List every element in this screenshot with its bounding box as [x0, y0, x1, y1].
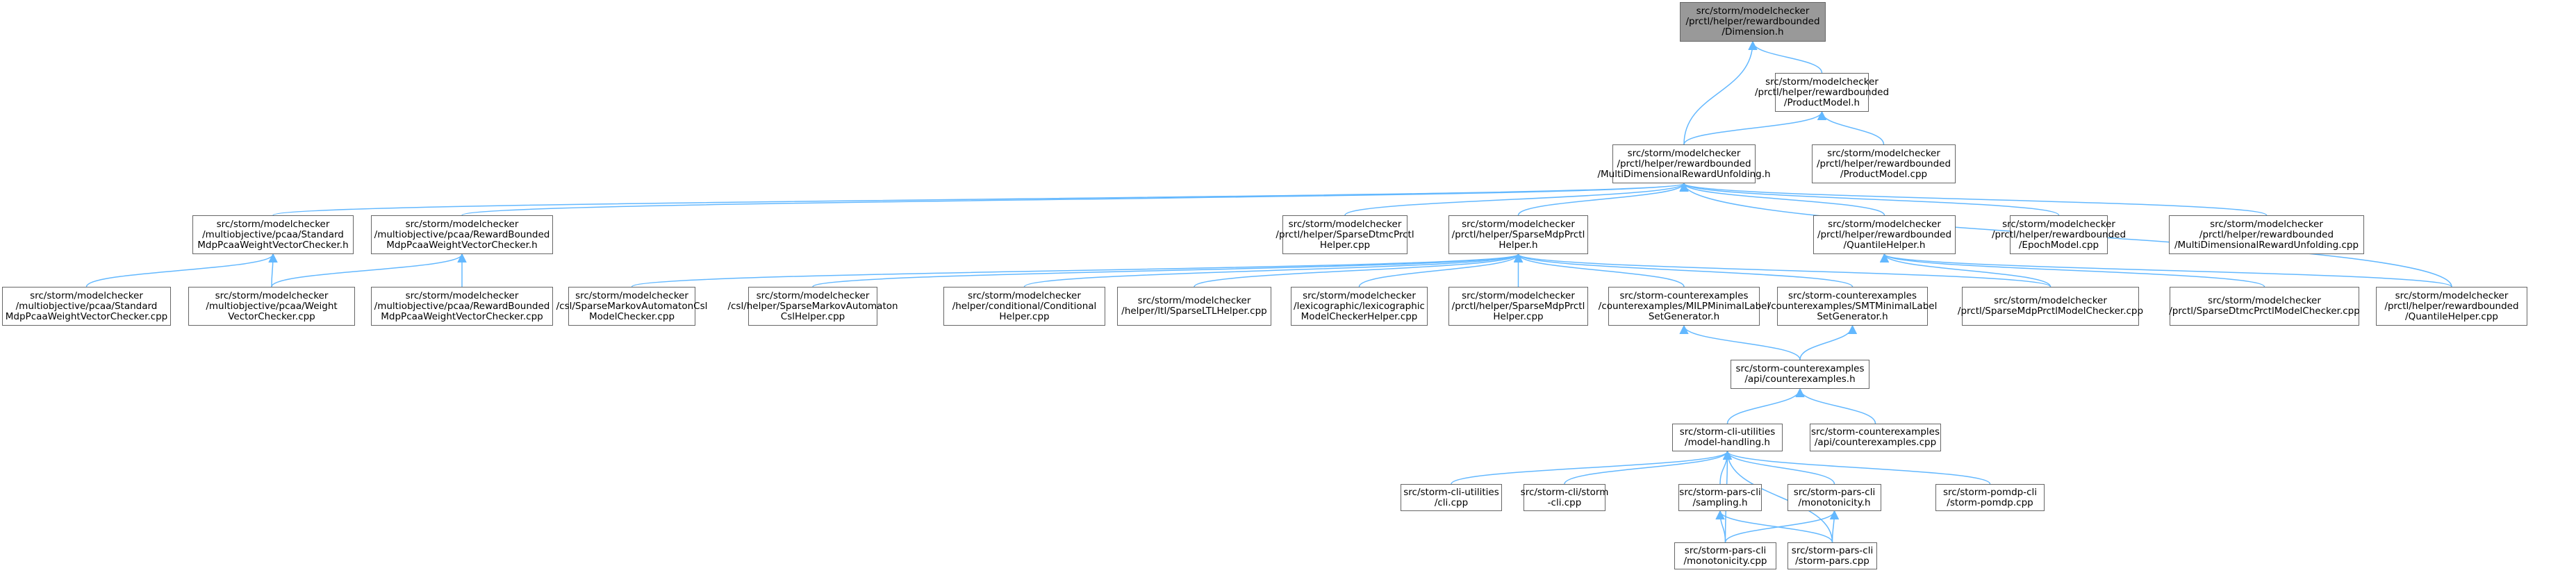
node-productmodel-cpp[interactable]: src/storm/modelchecker /prctl/helper/rew… — [1812, 144, 1956, 183]
node-multidimensional-reward-unfolding-cpp[interactable]: src/storm/modelchecker /prctl/helper/rew… — [2169, 215, 2364, 254]
edge-mdru_cpp-to-mdru_h — [1679, 182, 2268, 216]
edge-milp_h-to-sparsemdp_helper_h — [1513, 253, 1685, 288]
node-cli-cpp[interactable]: src/storm-cli-utilities /cli.cpp — [1401, 484, 1502, 511]
node-sparse-mdp-prctl-helper-h[interactable]: src/storm/modelchecker /prctl/helper/Spa… — [1448, 215, 1588, 254]
edge-api_counterexamples_h-to-smt_h — [1799, 324, 1858, 360]
node-rewardbounded-mdp-weight-vector-checker-h[interactable]: src/storm/modelchecker /multiobjective/p… — [371, 215, 553, 254]
edge-api_counterexamples_h-to-milp_h — [1679, 324, 1801, 360]
node-storm-cli-cpp[interactable]: src/storm-cli/storm -cli.cpp — [1521, 484, 1608, 511]
edge-sparseltl_helper_cpp-to-sparsemdp_helper_h — [1194, 253, 1524, 288]
node-sparse-dtmc-prctl-helper-cpp[interactable]: src/storm/modelchecker /prctl/helper/Spa… — [1275, 215, 1414, 254]
node-lexicographic-model-checker-helper-cpp[interactable]: src/storm/modelchecker /lexicographic/le… — [1291, 287, 1428, 326]
edge-sparsemdp_mc_cpp-to-quantilehelper_h — [1879, 253, 2051, 288]
edge-storm_pars_cpp-to-sampling_h — [1715, 510, 1833, 543]
node-sparse-markov-automaton-csl-model-checker-cpp[interactable]: src/storm/modelchecker /csl/SparseMarkov… — [556, 287, 707, 326]
node-api-counterexamples-cpp[interactable]: src/storm-counterexamples /api/counterex… — [1810, 424, 1941, 451]
node-quantile-helper-h[interactable]: src/storm/modelchecker /prctl/helper/rew… — [1813, 215, 1956, 254]
edge-epochmodel_cpp-to-mdru_h — [1679, 182, 2060, 216]
node-sparse-dtmc-prctl-model-checker-cpp[interactable]: src/storm/modelchecker /prctl/SparseDtmc… — [2169, 287, 2360, 326]
edge-productmodel_cpp-to-productmodel_h — [1817, 110, 1885, 145]
edge-csl_smac_cpp-to-sparsemdp_helper_h — [631, 253, 1523, 288]
edge-monotonicity_h-to-model_handling_h — [1722, 450, 1835, 485]
node-api-counterexamples-h[interactable]: src/storm-counterexamples /api/counterex… — [1731, 360, 1869, 389]
node-sampling-h[interactable]: src/storm-pars-cli /sampling.h — [1678, 484, 1762, 511]
edge-monotonicity_cpp-to-monotonicity_h — [1724, 510, 1840, 543]
edge-csl_smacsl_helper_cpp-to-sparsemdp_helper_h — [812, 253, 1523, 288]
node-dimension-h: src/storm/modelchecker /prctl/helper/rew… — [1680, 2, 1826, 42]
node-model-handling-h[interactable]: src/storm-cli-utilities /model-handling.… — [1672, 424, 1783, 451]
edge-storm_cli_cpp-to-model_handling_h — [1564, 450, 1733, 485]
edge-storm_pomdp_cpp-to-model_handling_h — [1722, 450, 1991, 485]
node-sparse-mdp-prctl-model-checker-cpp[interactable]: src/storm/modelchecker /prctl/SparseMdpP… — [1958, 287, 2143, 326]
node-storm-pomdp-cpp[interactable]: src/storm-pomdp-cli /storm-pomdp.cpp — [1935, 484, 2045, 511]
edge-quantilehelper_h-to-mdru_h — [1679, 182, 1885, 216]
edge-api_counterexamples_cpp-to-api_counterexamples_h — [1795, 388, 1876, 424]
node-standard-mdp-weight-vector-checker-cpp[interactable]: src/storm/modelchecker /multiobjective/p… — [2, 287, 171, 326]
node-sparse-mdp-prctl-helper-cpp[interactable]: src/storm/modelchecker /prctl/helper/Spa… — [1448, 287, 1588, 326]
edge-wvc_cpp-to-rb_wvc_h — [271, 253, 467, 288]
node-weight-vector-checker-cpp[interactable]: src/storm/modelchecker /multiobjective/p… — [188, 287, 355, 326]
node-storm-pars-cpp[interactable]: src/storm-pars-cli /storm-pars.cpp — [1787, 542, 1877, 569]
edge-quantilehelper_cpp-to-quantilehelper_h — [1880, 253, 2452, 288]
edge-storm_pars_cpp-to-monotonicity_h — [1829, 510, 1840, 543]
edge-sparsedtmc_mc_cpp-to-quantilehelper_h — [1880, 253, 2265, 288]
edge-std_wvc_h-to-mdru_h — [272, 182, 1688, 216]
node-conditional-helper-cpp[interactable]: src/storm/modelchecker /helper/condition… — [943, 287, 1105, 326]
edges-layer — [85, 40, 2452, 543]
edge-model_handling_h-to-api_counterexamples_h — [1726, 388, 1805, 424]
node-productmodel-h[interactable]: src/storm/modelchecker /prctl/helper/rew… — [1755, 73, 1889, 112]
edge-conditional_helper_cpp-to-sparsemdp_helper_h — [1023, 253, 1523, 288]
edge-sparsedtmc_helper_cpp-to-mdru_h — [1344, 182, 1689, 216]
edge-wvc_cpp-to-std_wvc_h — [268, 253, 278, 288]
edge-rb_wvc_h-to-mdru_h — [461, 182, 1688, 216]
node-monotonicity-h[interactable]: src/storm-pars-cli /monotonicity.h — [1787, 484, 1881, 511]
edge-sparsemdp_helper_h-to-mdru_h — [1517, 182, 1689, 216]
edge-mdru_h-to-productmodel_h — [1683, 110, 1827, 145]
node-standard-mdp-weight-vector-checker-h[interactable]: src/storm/modelchecker /multiobjective/p… — [192, 215, 354, 254]
edge-cli_cpp-to-model_handling_h — [1451, 450, 1733, 485]
edge-smt_h-to-sparsemdp_helper_h — [1514, 253, 1853, 288]
node-multidimensional-reward-unfolding-h[interactable]: src/storm/modelchecker /prctl/helper/rew… — [1597, 144, 1771, 183]
edge-sparsemdp_mc_cpp-to-sparsemdp_helper_h — [1514, 253, 2051, 288]
node-sparse-markov-automaton-csl-helper-cpp[interactable]: src/storm/modelchecker /csl/helper/Spars… — [727, 287, 898, 326]
edge-mdru_h-to-dimension_h — [1683, 40, 1758, 145]
edge-std_wvc_cpp-to-std_wvc_h — [85, 253, 278, 288]
node-sparse-ltl-helper-cpp[interactable]: src/storm/modelchecker /helper/ltl/Spars… — [1117, 287, 1271, 326]
node-rewardbounded-mdp-weight-vector-checker-cpp[interactable]: src/storm/modelchecker /multiobjective/p… — [371, 287, 553, 326]
edge-productmodel_h-to-dimension_h — [1748, 40, 1823, 74]
node-milp-minimal-label-set-generator-h[interactable]: src/storm-counterexamples /counterexampl… — [1599, 287, 1769, 326]
node-smt-minimal-label-set-generator-h[interactable]: src/storm-counterexamples /counterexampl… — [1768, 287, 1937, 326]
node-epoch-model-cpp[interactable]: src/storm/modelchecker /prctl/helper/rew… — [1992, 215, 2126, 254]
edge-lexico_helper_cpp-to-sparsemdp_helper_h — [1358, 253, 1524, 288]
edge-storm_pars_cpp-to-model_handling_h — [1722, 450, 1833, 543]
node-quantile-helper-cpp[interactable]: src/storm/modelchecker /prctl/helper/rew… — [2376, 287, 2527, 326]
node-monotonicity-cpp[interactable]: src/storm-pars-cli /monotonicity.cpp — [1674, 542, 1776, 569]
